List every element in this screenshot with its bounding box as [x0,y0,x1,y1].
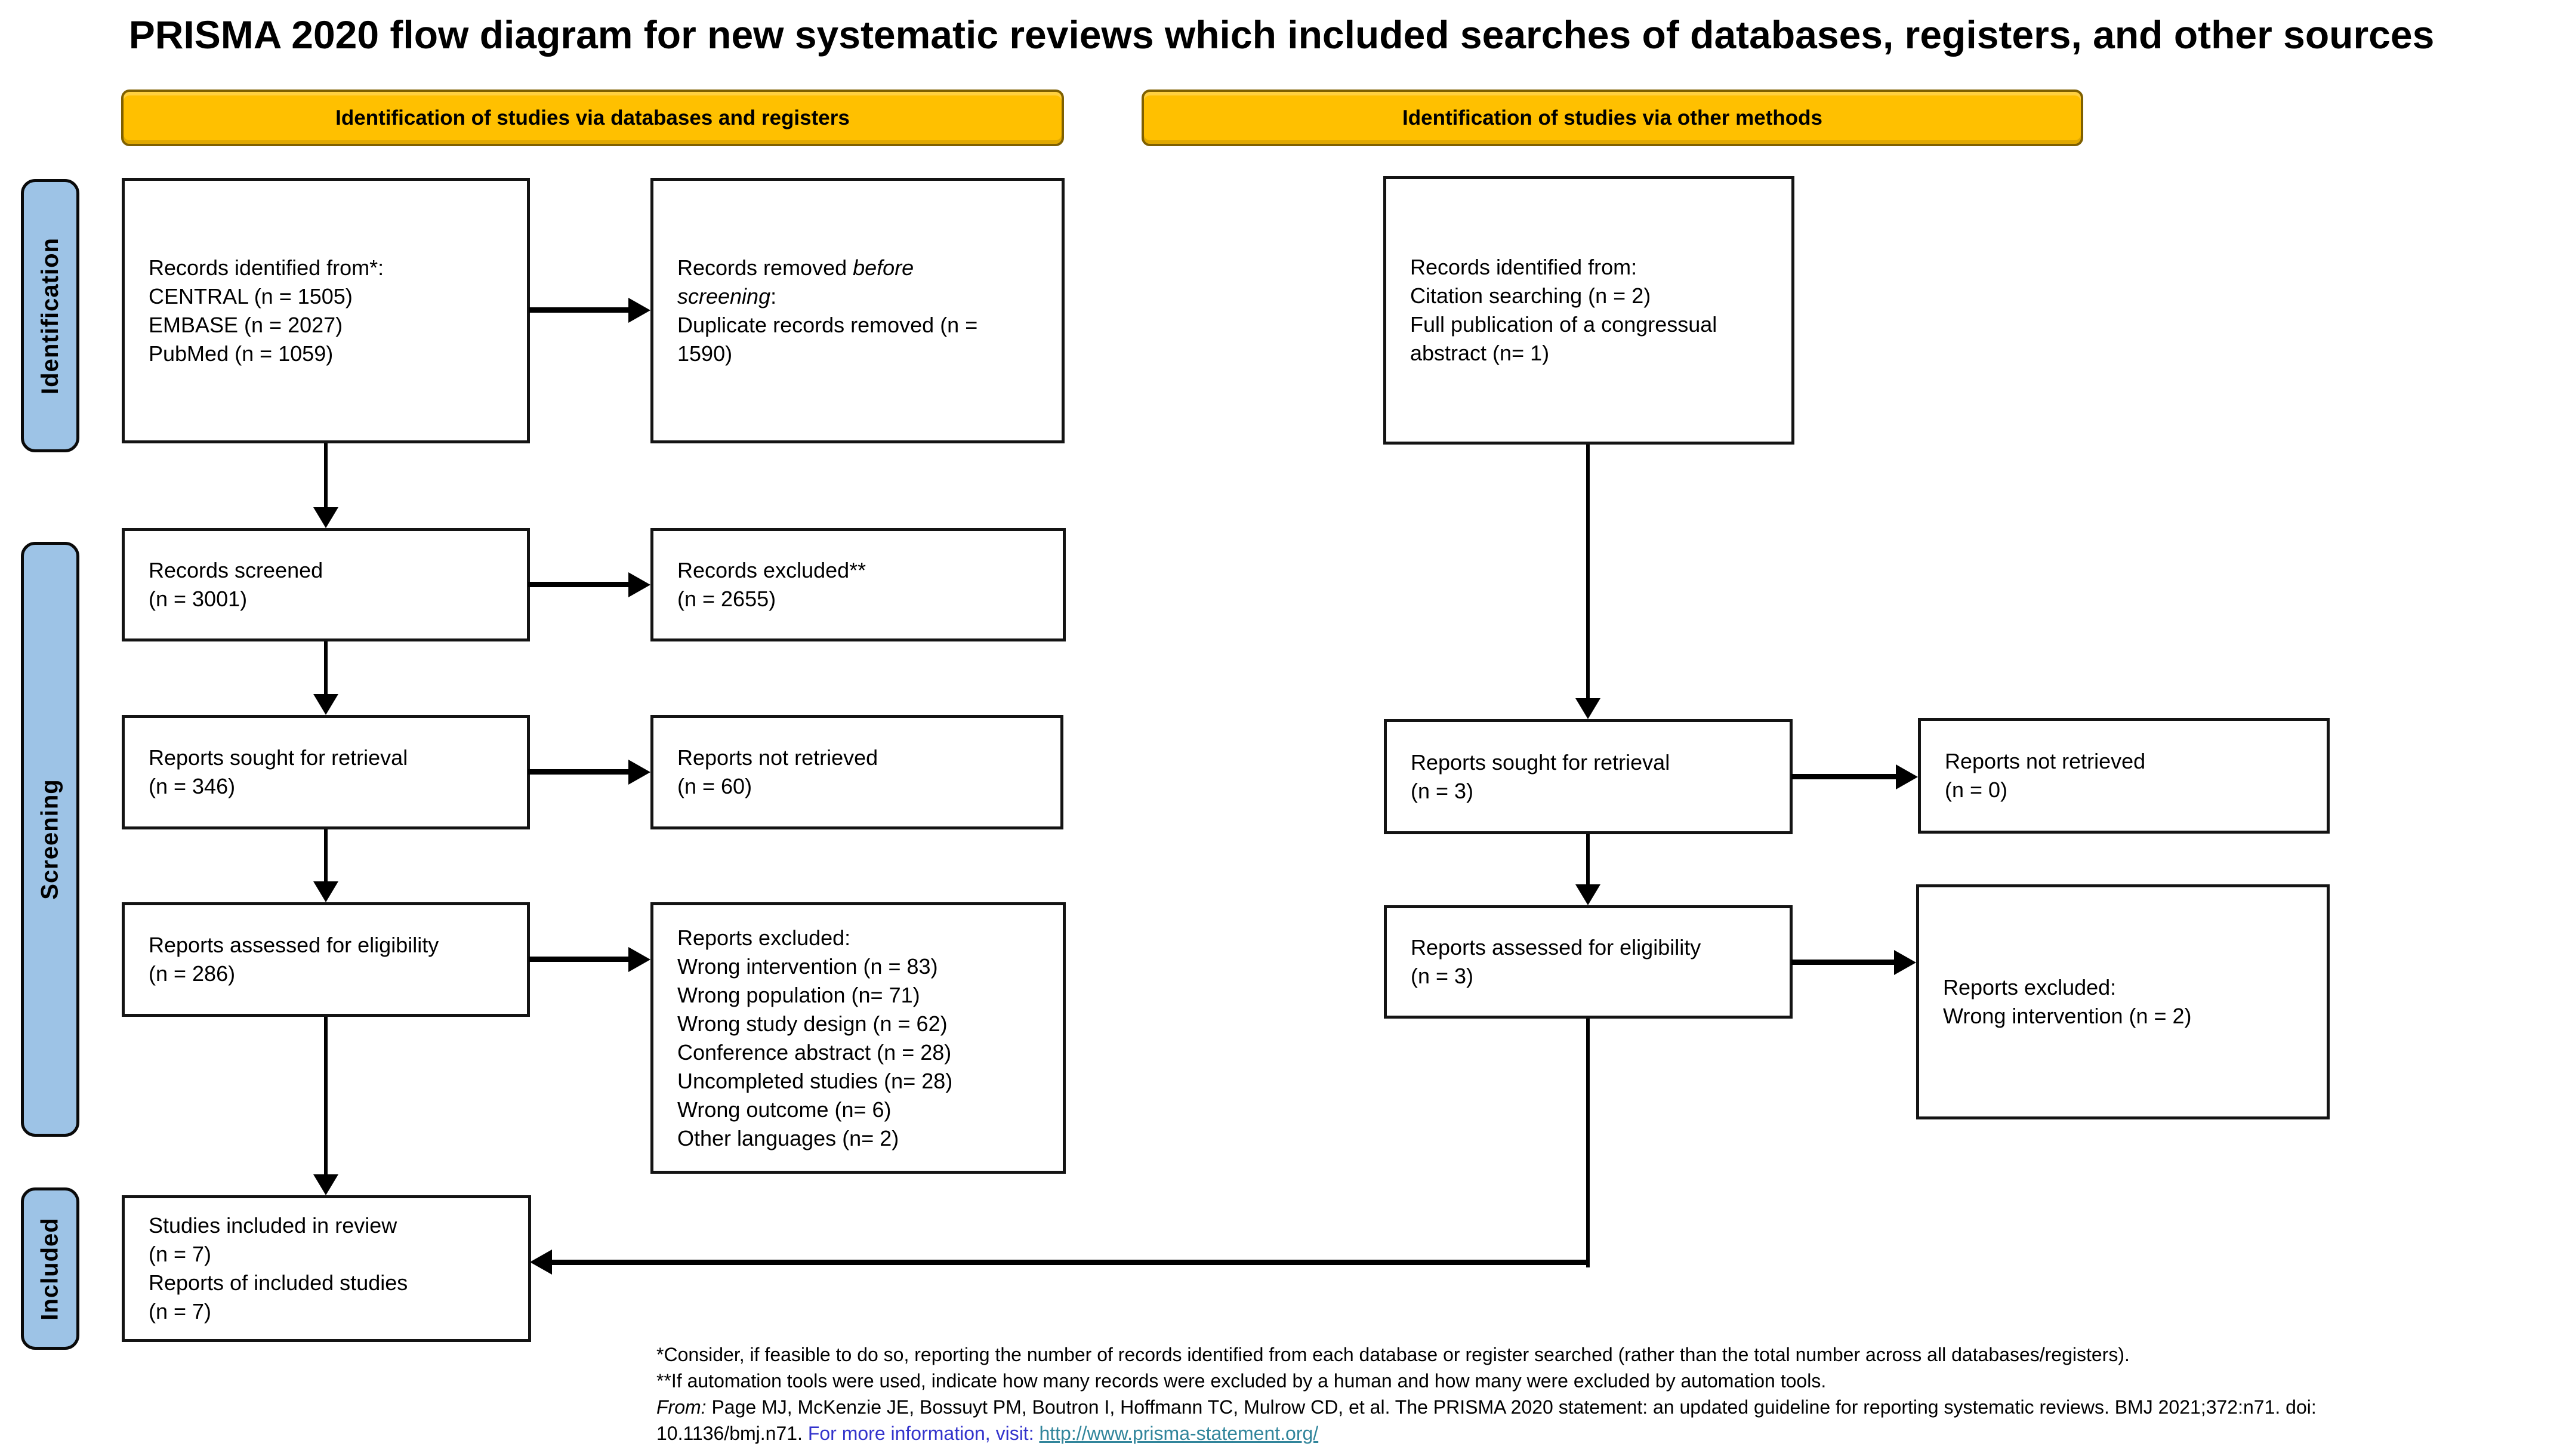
box-records-removed: Records removed before screening: Duplic… [650,178,1065,443]
arrow-other-to-included-vertical [1586,1019,1590,1267]
arrowhead-other-to-included [530,1250,552,1275]
arrow-other-to-included-horizontal [551,1260,1590,1265]
header-other-methods: Identification of studies via other meth… [1142,90,2083,146]
arrow-assessed-to-reports-excluded [529,957,629,962]
stage-identification-label: Identification [36,237,63,394]
stage-included: Included [21,1187,79,1350]
box-records-screened: Records screened (n = 3001) [122,528,530,641]
arrowhead-screened-to-sought [313,694,338,715]
arrow-other-sought-to-not-retrieved [1791,774,1898,779]
box-reports-assessed: Reports assessed for eligibility (n = 28… [122,902,530,1017]
stage-screening-label: Screening [36,779,63,900]
arrow-other-assessed-to-excluded [1791,960,1896,965]
arrow-identified-to-screened [324,443,328,509]
arrowhead-identified-to-screened [313,507,338,528]
arrowhead-assessed-to-included [313,1174,338,1195]
arrow-other-sought-to-assessed [1586,834,1590,887]
arrow-screened-to-sought [324,641,328,696]
arrowhead-sought-to-not-retrieved [628,760,650,785]
footnotes: *Consider, if feasible to do so, reporti… [656,1341,2560,1446]
page-title: PRISMA 2020 flow diagram for new systema… [128,13,2435,57]
stage-included-label: Included [36,1217,63,1321]
arrow-sought-to-assessed [324,829,328,884]
arrowhead-sought-to-assessed [313,881,338,902]
box-records-identified: Records identified from*: CENTRAL (n = 1… [122,178,530,443]
footnote-doi-link-line: 10.1136/bmj.n71. For more information, v… [656,1423,1319,1444]
footnote-automation: **If automation tools were used, indicat… [656,1370,1827,1392]
box-other-records-identified: Records identified from: Citation search… [1383,176,1794,445]
box-reports-not-retrieved: Reports not retrieved (n = 60) [650,715,1063,829]
box-other-reports-not-retrieved: Reports not retrieved (n = 0) [1918,718,2330,834]
stage-screening: Screening [21,542,79,1137]
box-other-reports-excluded: Reports excluded: Wrong intervention (n … [1916,884,2330,1119]
box-records-excluded: Records excluded** (n = 2655) [650,528,1066,641]
box-studies-included: Studies included in review (n = 7) Repor… [122,1195,531,1342]
arrowhead-other-assessed-to-excluded [1894,950,1916,975]
arrow-identified-to-removed [529,307,630,313]
arrowhead-identified-to-removed [628,298,650,323]
arrow-other-identified-to-sought [1586,445,1590,701]
box-reports-excluded: Reports excluded: Wrong intervention (n … [650,902,1066,1174]
footnote-consider: *Consider, if feasible to do so, reporti… [656,1344,2130,1365]
arrow-sought-to-not-retrieved [528,769,630,775]
footnote-citation: From: Page MJ, McKenzie JE, Bossuyt PM, … [656,1396,2317,1418]
arrowhead-other-sought-to-assessed [1575,884,1600,905]
header-databases-registers: Identification of studies via databases … [121,90,1064,146]
arrowhead-other-sought-to-not-retrieved [1896,764,1918,789]
arrow-screened-to-excluded [528,582,630,587]
stage-identification: Identification [21,179,79,452]
box-other-reports-sought: Reports sought for retrieval (n = 3) [1384,719,1793,834]
prisma-statement-link[interactable]: http://www.prisma-statement.org/ [1039,1423,1319,1444]
box-reports-sought: Reports sought for retrieval (n = 346) [122,715,530,829]
box-other-reports-assessed: Reports assessed for eligibility (n = 3) [1384,905,1793,1019]
arrowhead-other-identified-to-sought [1575,698,1600,719]
arrowhead-assessed-to-reports-excluded [628,947,650,972]
arrowhead-screened-to-excluded [628,572,650,597]
arrow-assessed-to-included [324,1017,328,1177]
